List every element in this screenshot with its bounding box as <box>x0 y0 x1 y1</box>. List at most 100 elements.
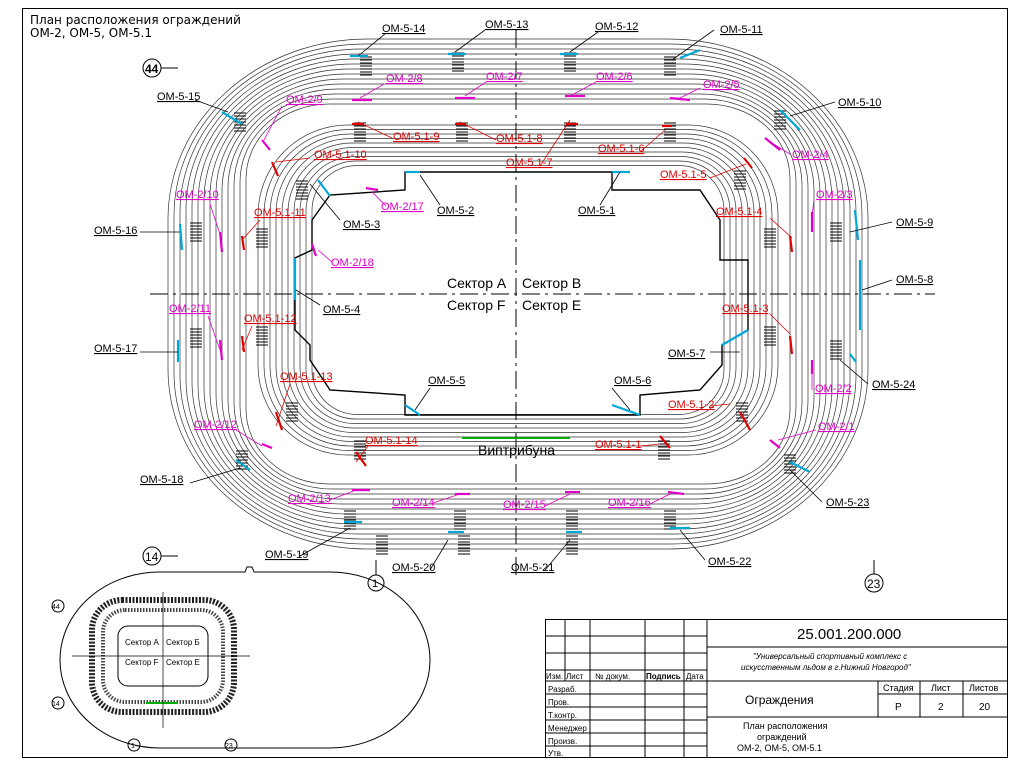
stamp-role-6: Утв. <box>548 749 563 758</box>
om5-leader <box>671 29 715 61</box>
stamp-stage-h: Стадия <box>883 683 914 693</box>
om51-label: ОМ-5.1-4 <box>716 206 762 218</box>
om5-label: ОМ-5-15 <box>157 91 200 103</box>
om51-label: ОМ-5.1-12 <box>244 313 297 325</box>
om51-leader <box>539 119 571 167</box>
stamp-stage: Р <box>895 702 902 713</box>
om51-label: ОМ-5.1-13 <box>280 371 333 383</box>
axis-14-text: 14 <box>145 550 159 564</box>
om51-leader <box>241 325 253 351</box>
om5-leader <box>309 183 341 221</box>
stamp-role-1: Разраб. <box>548 685 577 694</box>
om51-label: ОМ-5.1-8 <box>496 133 542 145</box>
om51-leader <box>769 313 791 335</box>
om5-leader <box>414 387 431 411</box>
om2-label: ОМ-2/18 <box>331 257 374 269</box>
axis-1-text: 1 <box>372 578 378 590</box>
om2-label: ОМ-2/12 <box>194 419 237 431</box>
inner-ring <box>305 160 731 420</box>
inner-ring <box>311 165 725 415</box>
om2-segment <box>218 339 224 361</box>
inner-ring <box>275 138 761 442</box>
om51-label: ОМ-5.1-9 <box>393 131 439 143</box>
om2-leader <box>679 87 701 99</box>
stamp-desc-l1: План расположения <box>743 721 828 731</box>
om51-label: ОМ-5.1-7 <box>506 157 552 169</box>
leader-lines <box>140 29 893 571</box>
om5-segment <box>317 179 331 197</box>
om2-label: ОМ-2/11 <box>169 303 211 315</box>
om5-leader <box>544 539 571 571</box>
om5-label: ОМ-5-11 <box>720 24 763 36</box>
om2-leader <box>329 489 357 501</box>
om5-label: ОМ-5-12 <box>595 21 638 33</box>
om2-label: ОМ-2/15 <box>503 499 546 511</box>
stamp-col-izm: Изм. <box>546 672 563 681</box>
stamp-project-l2: искусственным льдом в г.Нижний Новгород" <box>741 663 912 672</box>
om5-leader <box>679 529 706 561</box>
om2-leader <box>235 429 263 447</box>
om5-segment <box>178 223 184 251</box>
overview-axis-44: 44 <box>52 604 60 611</box>
om5-segment <box>679 48 701 60</box>
om5-label: ОМ-5-4 <box>323 304 360 316</box>
om2-segment <box>365 186 379 192</box>
om51-leader <box>769 217 793 239</box>
drawing-title-line1: План расположения ограждений <box>30 13 241 27</box>
om5-segment <box>849 353 857 363</box>
om51-leader <box>357 121 393 139</box>
om5-leader <box>789 101 836 117</box>
overview-axis-23: 23 <box>225 743 233 750</box>
om5-leader <box>429 539 449 571</box>
om5-segment <box>221 111 243 125</box>
om51-label: ОМ-5.1-11 <box>254 207 306 219</box>
stamp-role-2: Пров. <box>548 698 569 707</box>
axis-marker-1: 1 <box>367 560 385 592</box>
om2-label: ОМ-2/4 <box>792 149 829 161</box>
om2-leader <box>464 81 487 97</box>
stamp-sheets-h: Листов <box>969 683 998 693</box>
sector-e-label: Сектор E <box>522 297 581 313</box>
overview-axis-14: 14 <box>52 701 60 708</box>
om5-label: ОМ-5-17 <box>94 343 137 355</box>
om2-segment <box>669 96 691 102</box>
om51-segment <box>788 235 794 253</box>
om5-label: ОМ-5-19 <box>265 549 308 561</box>
om5-leader <box>295 289 321 306</box>
stamp-role-3: Т.контр. <box>548 711 577 720</box>
viptribune-label: Виптрибуна <box>478 442 555 458</box>
stamp-col-list: Лист <box>566 672 584 681</box>
inner-ring <box>269 133 767 447</box>
om2-label: ОМ-2/13 <box>288 493 331 505</box>
overview-outline <box>59 566 431 749</box>
om5-leader <box>611 387 631 411</box>
om5-label: ОМ-5-24 <box>872 379 915 391</box>
om51-label: ОМ-5.1-10 <box>314 149 367 161</box>
stamp-col-date: Дата <box>686 672 704 681</box>
overview-sector-e: Сектор Е <box>166 658 200 667</box>
om2-label: ОМ-2/7 <box>486 71 523 83</box>
om5-segment <box>853 209 860 241</box>
stamp-project-l1: "Универсальный спортивный комплекс с <box>753 652 907 661</box>
om51-segment <box>240 235 246 251</box>
om5-label: ОМ-5-21 <box>511 562 554 574</box>
om5-leader <box>599 171 621 206</box>
om2-leader <box>263 105 283 141</box>
om2-label: ОМ-2/6 <box>596 71 633 83</box>
om2-label: ОМ-2/14 <box>392 497 435 509</box>
om51-label: ОМ-5.1-6 <box>598 143 644 155</box>
axis-44-text: 44 <box>145 62 159 76</box>
drawing-title: План расположения ограждений ОМ-2, ОМ-5,… <box>30 14 241 40</box>
om51-label: ОМ-5.1-14 <box>365 435 418 447</box>
center-axes <box>150 30 935 580</box>
overview-axis-1: 1 <box>131 743 135 750</box>
stamp-sheet: 2 <box>938 702 944 713</box>
om2-label: ОМ-2/5 <box>703 79 740 91</box>
drawing-title-line2: ОМ-2, ОМ-5, ОМ-5.1 <box>30 26 152 40</box>
om2-label: ОМ-2/8 <box>386 73 423 85</box>
stamp-name: Ограждения <box>745 693 814 707</box>
sector-a-label: Сектор A <box>447 275 507 291</box>
om5-label: ОМ-5-14 <box>382 23 425 35</box>
om2-label: ОМ-2/2 <box>815 383 852 395</box>
om5-label: ОМ-5-2 <box>437 205 474 217</box>
